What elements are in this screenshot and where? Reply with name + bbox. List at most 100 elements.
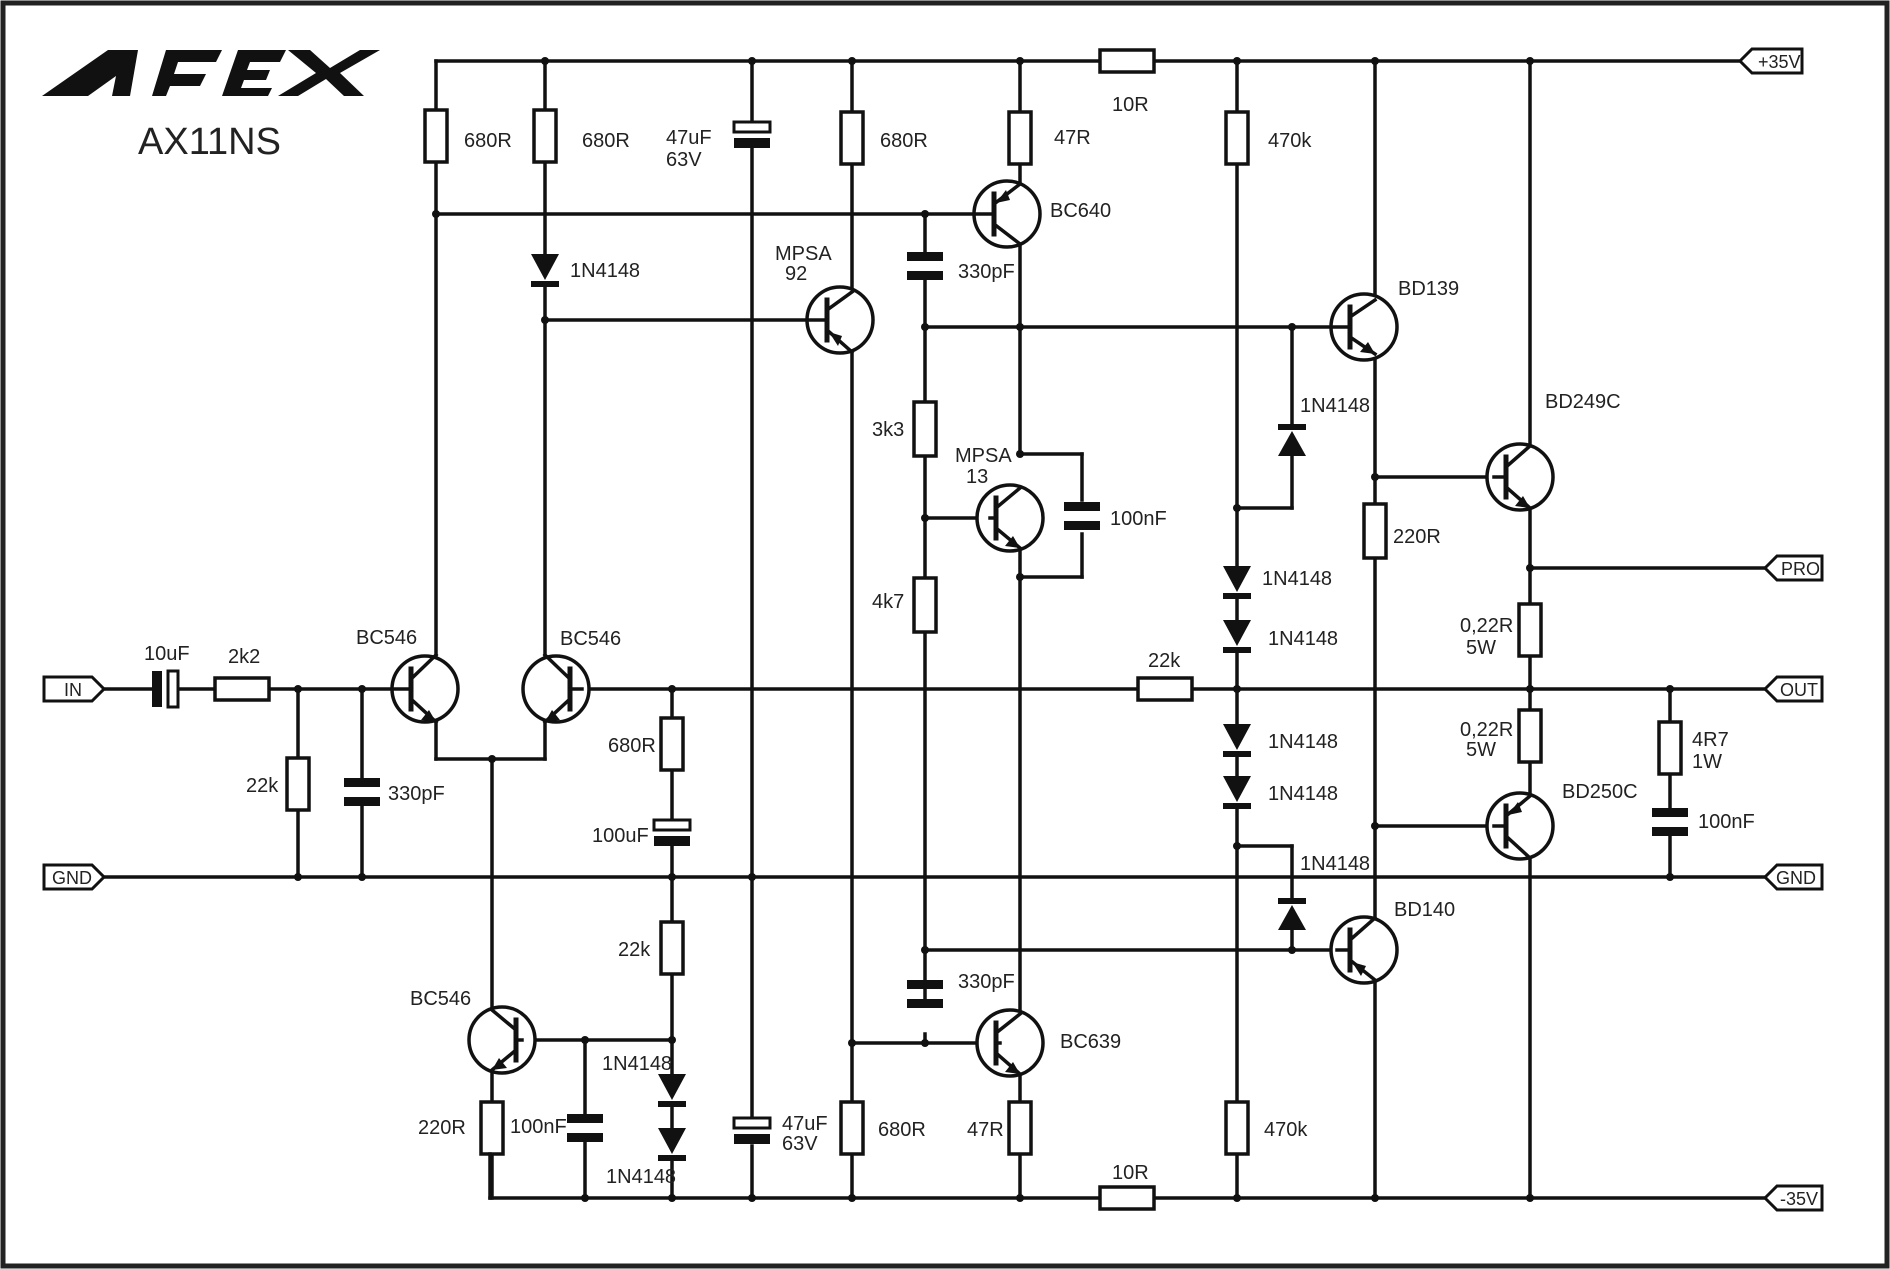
diode-1n4148-c — [1223, 566, 1251, 599]
label-c-10u: 10uF — [144, 643, 190, 665]
resistor-47r-bot — [1007, 1100, 1033, 1156]
label-c-47u-top-2: 63V — [666, 149, 702, 171]
label-r-470k-bot: 470k — [1264, 1119, 1308, 1141]
label-c-100n-c: 100nF — [510, 1116, 567, 1138]
label-c-100n-b: 100nF — [1698, 811, 1755, 833]
label-r-022-b2: 5W — [1466, 739, 1496, 761]
resistor-680r-d — [659, 716, 685, 772]
transistor-bc639 — [975, 1008, 1045, 1078]
diode-1n4148-i — [658, 1128, 686, 1161]
label-d-1n4148-e: 1N4148 — [1268, 731, 1338, 753]
resistors — [213, 48, 1683, 1211]
label-d-1n4148-d: 1N4148 — [1268, 628, 1338, 650]
svg-text:GND: GND — [1776, 868, 1816, 888]
label-r-47-top: 47R — [1054, 127, 1091, 149]
resistor-22k-in — [285, 756, 311, 812]
label-q-bd249c: BD249C — [1545, 391, 1621, 413]
capacitor-330pf-c — [907, 980, 943, 1008]
label-r-022-b1: 0,22R — [1460, 719, 1513, 741]
label-c-47u-bot-1: 47uF — [782, 1113, 828, 1135]
label-q-mpsa92-1: MPSA — [775, 243, 832, 265]
capacitor-47uf-top — [732, 120, 772, 148]
diodes — [531, 254, 1306, 1161]
label-r-022-a2: 5W — [1466, 637, 1496, 659]
label-q-bc546-c: BC546 — [410, 988, 471, 1010]
model-label: AX11NS — [138, 121, 281, 163]
port-vpos: +35V — [1737, 47, 1804, 75]
svg-text:PRO: PRO — [1781, 559, 1820, 579]
label-r-47-bot: 47R — [967, 1119, 1004, 1141]
svg-text:-35V: -35V — [1780, 1189, 1818, 1209]
label-r-220-a: 220R — [1393, 526, 1441, 548]
label-q-mpsa13-2: 13 — [966, 466, 988, 488]
resistor-022r-b — [1517, 708, 1543, 764]
capacitor-47uf-bot — [732, 1116, 772, 1144]
label-c-47u-bot-2: 63V — [782, 1133, 818, 1155]
label-d-1n4148-h: 1N4148 — [602, 1053, 672, 1075]
label-r-680-c: 680R — [880, 130, 928, 152]
label-r-22k-b: 22k — [618, 939, 651, 961]
transistor-bc546-c — [467, 1005, 537, 1075]
label-d-1n4148-c: 1N4148 — [1262, 568, 1332, 590]
label-c-100u: 100uF — [592, 825, 649, 847]
svg-text:OUT: OUT — [1780, 680, 1818, 700]
resistor-470k-top — [1224, 110, 1250, 166]
transistor-bd140 — [1329, 915, 1399, 985]
resistor-680r-b — [532, 108, 558, 164]
port-gnd-left: GND — [42, 863, 107, 891]
diode-1n4148-b — [1278, 424, 1306, 456]
label-r-470k-top: 470k — [1268, 130, 1312, 152]
svg-text:GND: GND — [52, 868, 92, 888]
apex-logo — [42, 50, 380, 96]
diode-1n4148-h — [658, 1074, 686, 1107]
junctions — [294, 57, 1674, 1202]
label-r-2k2: 2k2 — [228, 646, 260, 668]
transistor-mpsa92 — [805, 285, 875, 355]
label-r-680-d: 680R — [608, 735, 656, 757]
label-q-bd139: BD139 — [1398, 278, 1459, 300]
label-r-680-b: 680R — [582, 130, 630, 152]
transistor-bc546-b — [521, 652, 591, 725]
label-r-220-b: 220R — [418, 1117, 466, 1139]
label-r-4r7-1: 4R7 — [1692, 729, 1729, 751]
resistor-220r-a — [1362, 502, 1388, 560]
diode-1n4148-d — [1223, 620, 1251, 653]
label-q-bd250c: BD250C — [1562, 781, 1638, 803]
label-c-330p-b: 330pF — [388, 783, 445, 805]
svg-text:+35V: +35V — [1758, 52, 1801, 72]
label-q-bc546-b: BC546 — [560, 628, 621, 650]
label-r-680-e: 680R — [878, 1119, 926, 1141]
label-r-4r7-2: 1W — [1692, 751, 1722, 773]
resistor-47r-top — [1007, 110, 1033, 166]
resistor-10r-top — [1098, 48, 1156, 74]
label-d-1n4148-g: 1N4148 — [1300, 853, 1370, 875]
label-q-bd140: BD140 — [1394, 899, 1455, 921]
label-r-10-bot: 10R — [1112, 1162, 1149, 1184]
resistor-680r-e — [839, 1100, 865, 1156]
transistor-bc640 — [972, 179, 1042, 249]
label-r-22k-fb: 22k — [1148, 650, 1181, 672]
label-c-330p-a: 330pF — [958, 261, 1015, 283]
port-vneg: -35V — [1762, 1184, 1824, 1212]
resistor-022r-a — [1517, 602, 1543, 658]
label-r-4k7: 4k7 — [872, 591, 904, 613]
label-q-mpsa92-2: 92 — [785, 263, 807, 285]
label-q-mpsa13-1: MPSA — [955, 445, 1012, 467]
transistor-bd139 — [1329, 292, 1399, 362]
label-q-bc640: BC640 — [1050, 200, 1111, 222]
label-c-330p-c: 330pF — [958, 971, 1015, 993]
capacitor-100nf-a — [1064, 502, 1100, 530]
label-r-22k-in: 22k — [246, 775, 279, 797]
resistor-220r-b — [479, 1100, 505, 1156]
capacitor-100uf — [652, 818, 692, 846]
resistor-680r-c — [839, 110, 865, 166]
diode-1n4148-a — [531, 254, 559, 287]
resistor-3k3 — [912, 400, 938, 458]
label-r-3k3: 3k3 — [872, 419, 904, 441]
label-q-bc546-a: BC546 — [356, 627, 417, 649]
resistor-22k-fb — [1136, 676, 1194, 702]
diode-1n4148-g — [1278, 898, 1306, 930]
label-d-1n4148-a: 1N4148 — [570, 260, 640, 282]
